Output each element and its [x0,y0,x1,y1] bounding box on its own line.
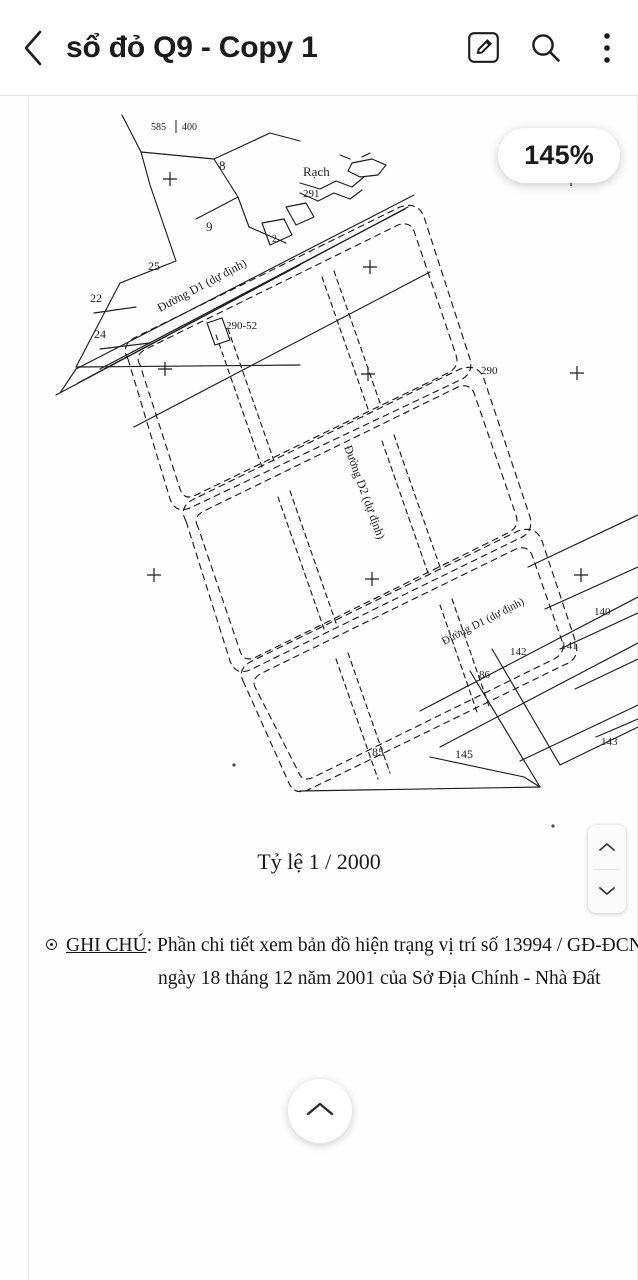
scroll-divider [594,868,620,870]
note-line-2: ngày 18 tháng 12 năm 2001 của Sở Địa Chí… [158,968,601,989]
note-line-1: GHI CHÚ : Phần chi tiết xem bản đồ hiện … [46,935,638,957]
map-label: 2 [272,234,277,245]
scroll-down-button[interactable] [588,869,626,913]
edit-pencil-icon [467,32,499,63]
map-label: 290-52 [226,320,257,332]
scroll-to-top-button[interactable] [288,1079,352,1143]
more-vertical-icon [604,32,610,63]
map-label: 143 [601,736,618,748]
search-button[interactable] [514,0,576,96]
map-label: 9 [206,219,213,234]
page-title: sổ đỏ Q9 - Copy 1 [66,30,318,64]
map-street-label: Đường D1 (dự định) [440,596,527,648]
map-street-label: Đường D2 (dự định) [341,443,388,541]
note-label: GHI CHÚ [66,935,147,956]
map-label: 140 [594,606,611,618]
edit-button[interactable] [452,0,514,96]
document-page: 585 400 8 Rạch 291 9 2 25 22 24 290-52 2… [0,97,638,1280]
app-bar: sổ đỏ Q9 - Copy 1 [0,0,638,96]
map-scale-label: Tỷ lệ 1 / 2000 [257,849,381,874]
map-label: 142 [510,646,527,658]
map-label: 22 [90,291,102,305]
zoom-level-badge: 145% [498,128,620,183]
map-label: 8 [219,158,226,173]
scroll-up-button[interactable] [588,825,626,869]
chevron-left-icon [24,30,42,65]
note-text: : Phần chi tiết xem bản đồ hiện trạng vị… [146,935,638,956]
map-label: 585 [151,122,166,133]
map-label: Rạch [303,164,330,179]
map-label: 291 [303,188,320,200]
scroll-nav-widget[interactable] [588,825,626,913]
chevron-down-icon [599,887,615,896]
map-label: 86 [479,669,491,681]
map-label: 24 [94,327,106,341]
map-label: 25 [148,259,160,273]
chevron-up-icon [599,842,615,851]
overflow-menu-button[interactable] [576,0,638,96]
map-label: 290 [481,365,498,377]
double-chevron-up-icon [306,1102,334,1116]
map-street-label: Đường D1 (dự định) [155,256,249,315]
map-label: 141 [561,640,578,652]
note-block: GHI CHÚ : Phần chi tiết xem bản đồ hiện … [46,935,638,990]
back-button[interactable] [4,0,62,96]
map-label: 400 [182,122,197,133]
page-left-edge [28,97,29,1280]
map-label: 145 [455,747,473,761]
cadastral-map-drawing: 585 400 8 Rạch 291 9 2 25 22 24 290-52 2… [55,114,638,828]
map-label: 85 [372,745,384,759]
note-bullet-icon [46,939,57,950]
search-icon [531,34,560,62]
